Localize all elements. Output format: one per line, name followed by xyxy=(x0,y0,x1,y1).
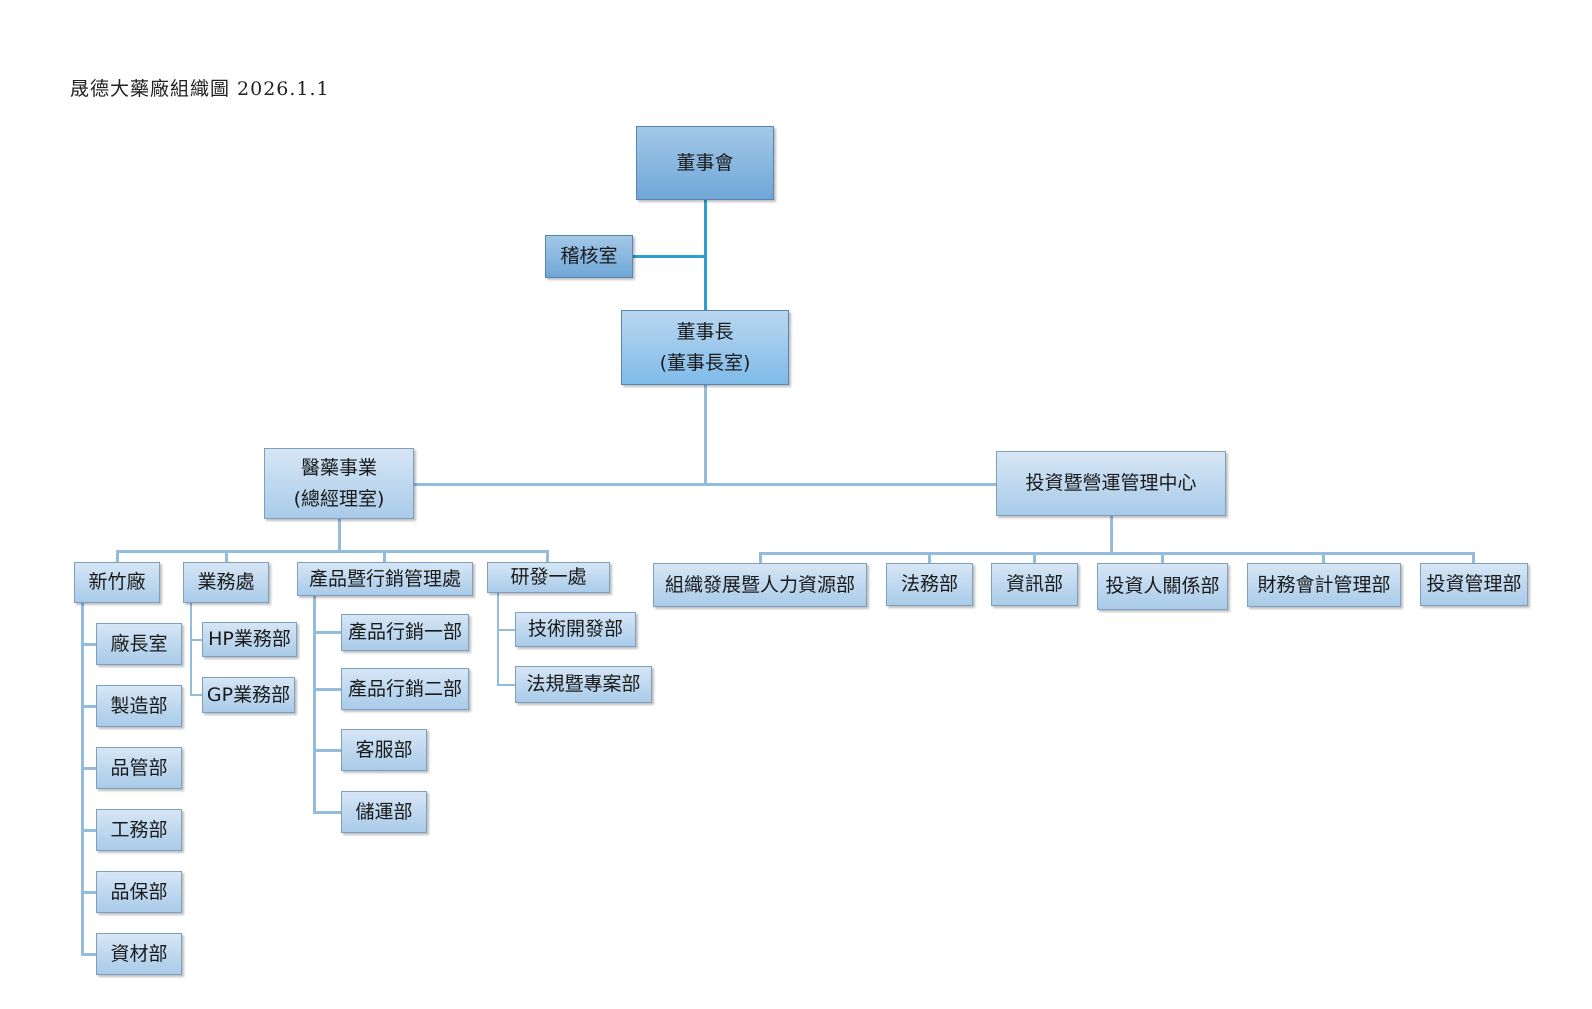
node-invest-child: 財務會計管理部 xyxy=(1247,563,1401,607)
connector xyxy=(414,483,996,486)
connector xyxy=(313,811,341,814)
node-chairman: 董事長 (董事長室) xyxy=(621,310,789,385)
connector xyxy=(225,550,228,562)
node-sublabel: (總經理室) xyxy=(293,487,385,510)
connector xyxy=(928,552,931,563)
connector xyxy=(190,603,192,695)
node-rd-child: 法規暨專案部 xyxy=(515,666,652,703)
connector xyxy=(313,688,341,691)
connector xyxy=(704,200,707,310)
node-label: 董事會 xyxy=(676,151,734,174)
node-invest-child: 投資人關係部 xyxy=(1097,563,1228,610)
connector xyxy=(313,596,316,813)
node-invest-child: 組織發展暨人力資源部 xyxy=(653,563,867,607)
connector xyxy=(497,629,515,631)
connector xyxy=(313,631,341,634)
node-rd-child: 技術開發部 xyxy=(515,612,636,647)
connector xyxy=(633,255,705,258)
connector xyxy=(81,891,96,894)
node-label: 醫藥事業 xyxy=(300,457,377,480)
node-hsinchu: 新竹廠 xyxy=(74,562,160,603)
connector xyxy=(497,593,499,686)
connector xyxy=(1033,552,1036,563)
node-invest-child: 投資管理部 xyxy=(1420,563,1528,606)
connector xyxy=(116,550,549,553)
connector xyxy=(759,552,1475,555)
node-marketing-child: 產品行銷一部 xyxy=(341,614,469,651)
node-audit: 稽核室 xyxy=(545,235,633,278)
connector xyxy=(190,694,202,696)
node-invest-child: 資訊部 xyxy=(991,563,1078,606)
node-marketing-child: 產品行銷二部 xyxy=(341,668,469,710)
connector xyxy=(81,767,96,770)
node-pharma: 醫藥事業 (總經理室) xyxy=(264,448,414,519)
connector xyxy=(313,749,341,752)
connector xyxy=(1161,552,1164,563)
connector xyxy=(81,953,96,956)
connector xyxy=(497,684,515,686)
connector xyxy=(81,829,96,832)
node-sales-child: GP業務部 xyxy=(202,677,295,713)
node-hsinchu-child: 工務部 xyxy=(96,809,182,851)
connector xyxy=(546,550,549,562)
node-hsinchu-child: 品保部 xyxy=(96,871,182,913)
node-marketing: 產品暨行銷管理處 xyxy=(297,562,473,596)
node-hsinchu-child: 製造部 xyxy=(96,685,182,727)
node-label: 投資暨營運管理中心 xyxy=(1025,472,1197,495)
connector xyxy=(81,643,96,646)
node-hsinchu-child: 資材部 xyxy=(96,933,182,975)
connector xyxy=(1472,552,1475,563)
node-marketing-child: 儲運部 xyxy=(341,791,427,833)
node-rd: 研發一處 xyxy=(487,562,610,593)
connector xyxy=(81,705,96,708)
connector xyxy=(190,639,202,641)
connector xyxy=(116,550,119,562)
connector xyxy=(383,550,386,562)
node-invest-child: 法務部 xyxy=(886,563,973,606)
node-sublabel: (董事長室) xyxy=(659,351,751,374)
node-hsinchu-child: 廠長室 xyxy=(96,623,182,665)
node-invest-center: 投資暨營運管理中心 xyxy=(996,451,1226,516)
connector xyxy=(759,552,762,563)
connector xyxy=(338,519,341,552)
connector xyxy=(81,603,84,955)
connector xyxy=(1110,516,1113,554)
connector xyxy=(704,385,707,485)
node-label: 稽核室 xyxy=(560,245,618,268)
node-hsinchu-child: 品管部 xyxy=(96,747,182,789)
chart-title: 晟德大藥廠組織圖 2026.1.1 xyxy=(70,78,330,100)
node-marketing-child: 客服部 xyxy=(341,729,427,771)
node-sales: 業務處 xyxy=(183,562,269,603)
node-sales-child: HP業務部 xyxy=(202,622,297,657)
node-board: 董事會 xyxy=(636,126,774,200)
node-label: 董事長 xyxy=(676,321,734,344)
connector xyxy=(1322,552,1325,563)
